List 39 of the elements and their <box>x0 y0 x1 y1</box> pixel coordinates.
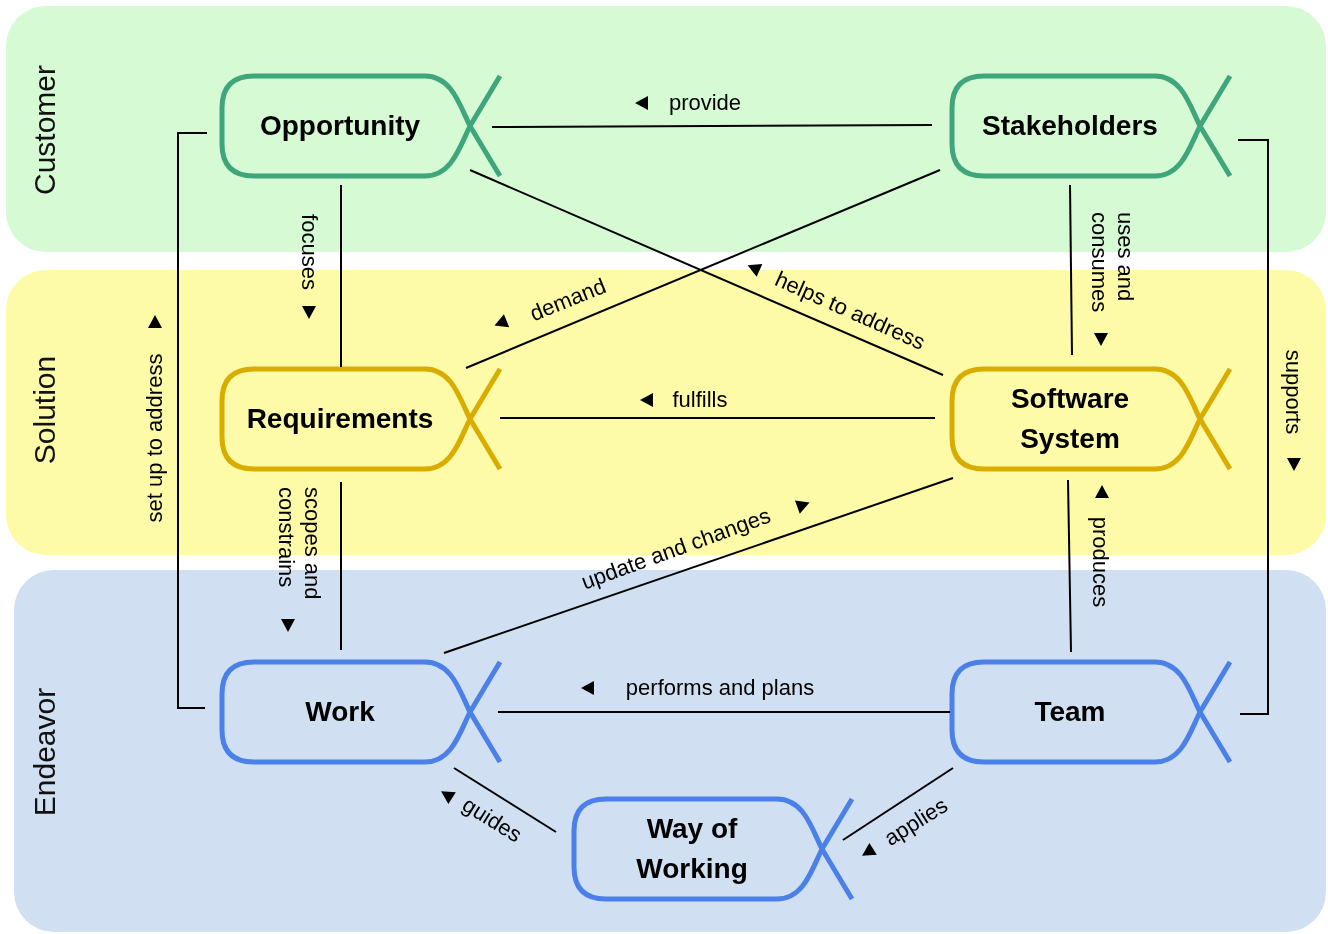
edge-label: produces <box>1087 516 1113 608</box>
connector-line <box>842 767 954 841</box>
connector-line <box>1067 479 1072 653</box>
connector-line <box>443 477 954 654</box>
alpha-shape <box>950 660 1230 764</box>
connector-line <box>453 767 557 833</box>
node-label: Software System <box>1009 382 1131 456</box>
edge-label: fulfills <box>672 387 728 413</box>
edge-label: scopes and constrains <box>273 487 325 602</box>
node-label: Stakeholders <box>981 109 1159 143</box>
edge-label: uses and consumes <box>1086 212 1138 315</box>
edge-label: supports <box>1280 349 1306 435</box>
node-label: Opportunity <box>258 109 422 143</box>
connector-line <box>1237 139 1269 715</box>
alpha-shape <box>220 660 500 764</box>
connector-line <box>1069 184 1073 356</box>
alpha-shape <box>950 367 1230 471</box>
edge-label: focuses <box>296 214 322 290</box>
lane-label: Endeavor <box>28 687 62 817</box>
alpha-shape <box>950 74 1230 178</box>
edge-label: update and changes <box>577 502 775 596</box>
connector-line <box>497 711 951 713</box>
edge-label: set up to address <box>142 353 168 523</box>
lane-label: Customer <box>28 65 62 195</box>
connector-line <box>491 124 933 128</box>
connector-line <box>177 132 208 709</box>
node-label: Way of Working <box>635 812 749 886</box>
edge-label: provide <box>668 90 742 116</box>
connector-line <box>340 481 342 651</box>
alpha-shape <box>220 367 500 471</box>
connector-line <box>340 184 342 368</box>
edge-label: performs and plans <box>625 675 815 701</box>
node-label: Requirements <box>245 402 435 436</box>
alpha-shape <box>220 74 500 178</box>
lane-label: Solution <box>28 355 62 465</box>
connector-line <box>499 417 936 419</box>
alpha-shape <box>572 797 852 901</box>
node-label: Work <box>304 695 376 729</box>
node-label: Team <box>1033 695 1107 729</box>
